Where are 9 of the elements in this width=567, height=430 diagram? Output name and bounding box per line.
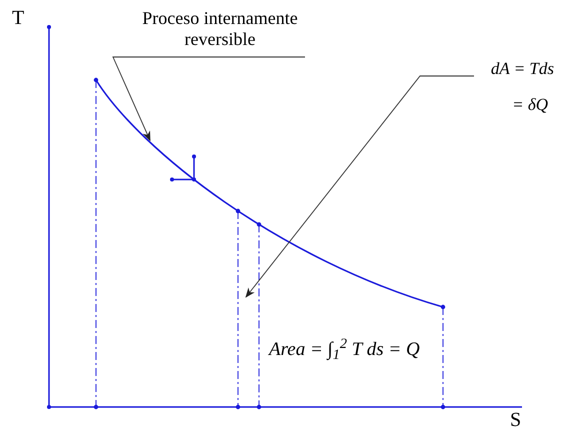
area-strip <box>236 208 262 410</box>
leader-line <box>112 56 306 142</box>
formula: dA = Tds <box>490 58 554 80</box>
leader-line <box>245 76 474 298</box>
axis-label: T <box>12 6 24 30</box>
callout-text: Proceso internamente reversible <box>141 8 299 50</box>
process-curve <box>95 80 444 308</box>
formula: = δQ <box>512 94 548 116</box>
axis-label: S <box>510 408 522 430</box>
